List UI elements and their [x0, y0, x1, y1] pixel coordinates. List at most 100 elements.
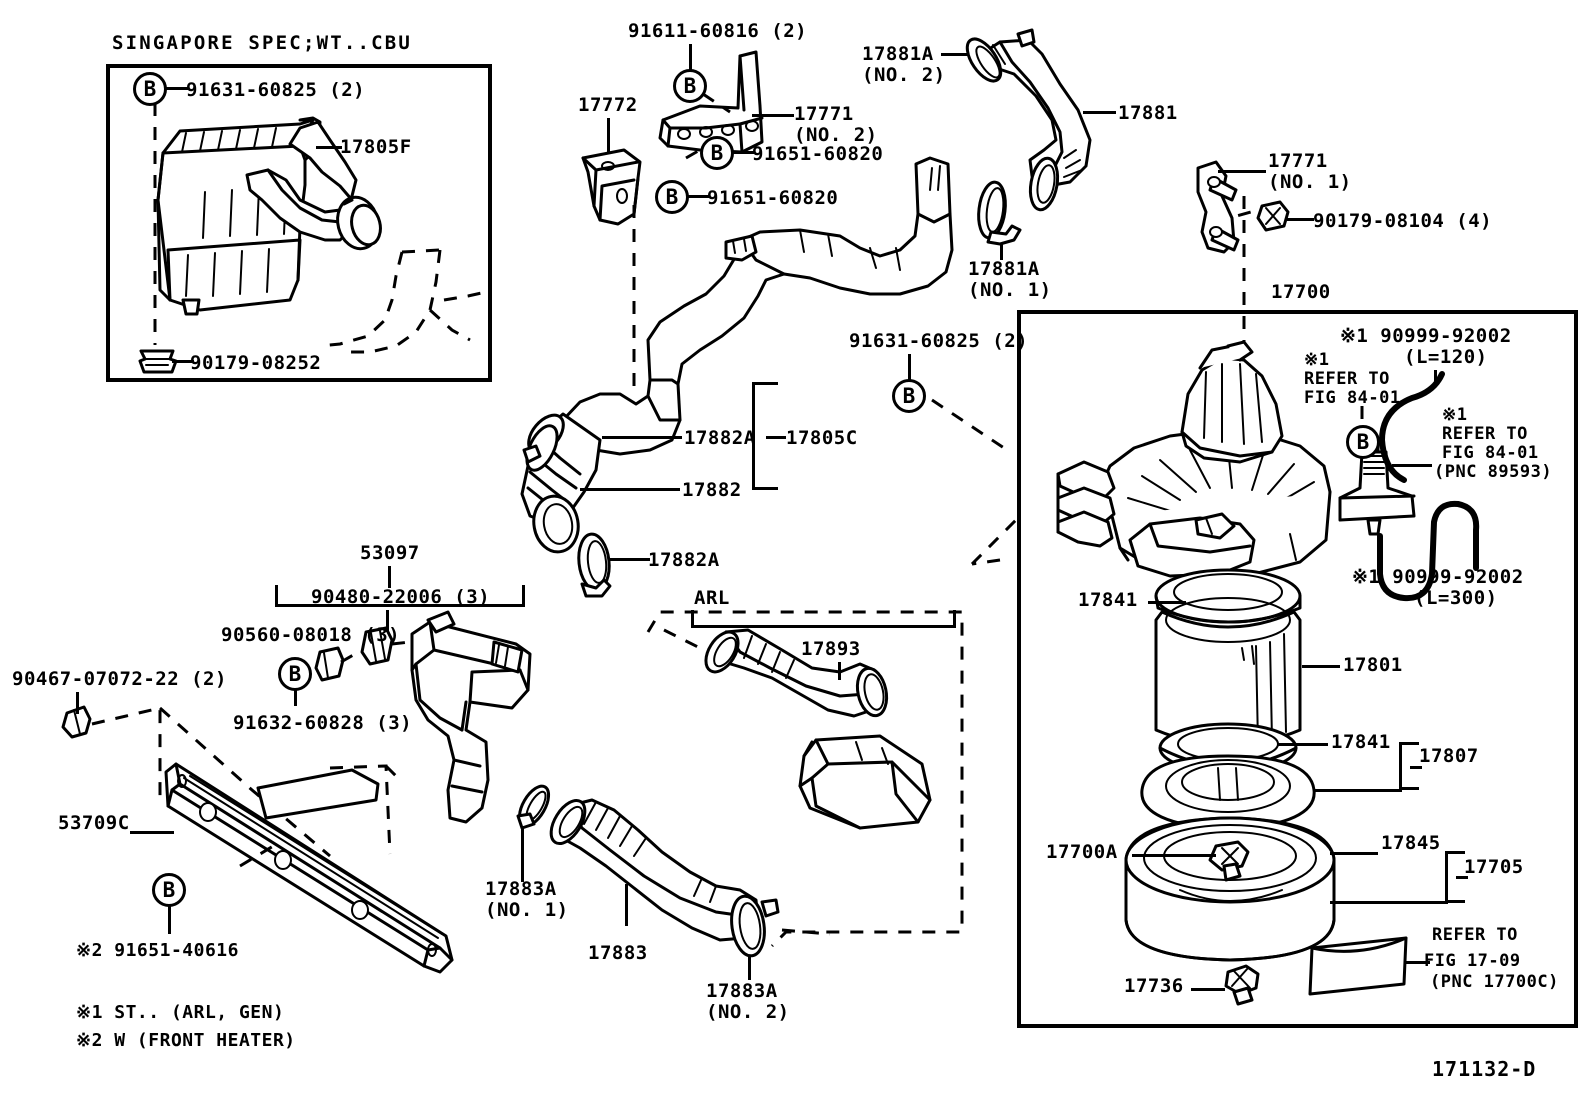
callout-refer-fig17-09-line2: FIG 17-09: [1424, 951, 1521, 971]
leader-90467-07072-22: [76, 692, 79, 714]
bolt-marker-icon: B: [892, 379, 926, 413]
callout-17883a-no1-line1: 17883A: [485, 878, 557, 900]
leader-91651-40616: [168, 906, 171, 934]
callout-17881a-no1-line1: 17881A: [968, 258, 1040, 280]
callout-17883a-no1-line2: (NO. 1): [485, 899, 569, 921]
leader-17705-body: [1330, 901, 1448, 904]
leader-17772: [607, 118, 610, 154]
arl-group-label: ARL: [694, 587, 730, 609]
callout-17883a-no2-line2: (NO. 2): [706, 1001, 790, 1023]
leader-17807: [1410, 766, 1422, 769]
callout-90999-92002-l300-line1: ※1 90999-92002: [1352, 566, 1524, 588]
leader-17883a-no1: [521, 826, 524, 882]
bracket-53097-group: [275, 585, 525, 607]
leader-17882a-lower: [610, 558, 650, 561]
leader-17841-bottom: [1278, 743, 1328, 746]
callout-17771-no2-line1: 17771: [794, 103, 854, 125]
art-duct-17805c: [521, 158, 952, 596]
callout-17700a: 17700A: [1046, 841, 1118, 863]
callout-refer-fig84-left-line1: ※1: [1304, 350, 1330, 370]
callout-17805f: 17805F: [340, 136, 412, 158]
callout-17841-top: 17841: [1078, 589, 1138, 611]
leader-91611-60816: [689, 44, 692, 70]
leader-90999-92002-l120: [1434, 370, 1437, 384]
leader-17841-top: [1148, 601, 1186, 604]
bolt-marker-icon: B: [152, 873, 186, 907]
leader-90179-08104: [1286, 218, 1314, 221]
leader-17805c: [766, 436, 786, 439]
callout-refer-fig84-right-line4: (PNC 89593): [1434, 462, 1553, 482]
leader-17801: [1302, 665, 1340, 668]
leader-17881a-no1: [1000, 243, 1003, 260]
callout-90179-08252: 90179-08252: [190, 352, 322, 374]
callout-17881: 17881: [1118, 102, 1178, 124]
callout-17772: 17772: [578, 94, 638, 116]
callout-inset-bolt: 91631-60825 (2): [186, 79, 366, 101]
callout-17883a-no2-line1: 17883A: [706, 980, 778, 1002]
callout-91611-60816: 91611-60816 (2): [628, 20, 808, 42]
art-dash-case-link: [972, 520, 1016, 564]
footnote-2: ※2 W (FRONT HEATER): [76, 1030, 296, 1051]
leader-refer-fig17-09: [1404, 961, 1430, 964]
leader-17705: [1456, 876, 1468, 879]
leader-17882a-upper: [602, 436, 682, 439]
inset-frame-singapore-spec: [106, 64, 492, 382]
callout-17771-no1-line1: 17771: [1268, 150, 1328, 172]
bolt-marker-icon: B: [700, 136, 734, 170]
callout-refer-fig17-09-line3: (PNC 17700C): [1430, 972, 1559, 992]
callout-refer-fig84-right-line1: ※1: [1442, 405, 1468, 425]
art-arl-boundary: [648, 612, 962, 946]
leader-17805f: [316, 146, 342, 149]
bolt-marker-icon: B: [655, 180, 689, 214]
callout-17882a-lower: 17882A: [648, 549, 720, 571]
leader-pnc-89593: [1392, 464, 1432, 467]
art-hose-17881: [961, 30, 1090, 212]
footnote-1: ※1 ST.. (ARL, GEN): [76, 1002, 285, 1023]
callout-17882: 17882: [682, 479, 742, 501]
callout-90480-22006: 90480-22006 (3): [311, 586, 491, 608]
bracket-17805c-group: [752, 382, 778, 490]
callout-91651-60820-a: 91651-60820: [752, 143, 884, 165]
main-assembly-frame-17700: [1017, 310, 1578, 1028]
art-hose-17893: [664, 626, 930, 828]
callout-17841-bottom: 17841: [1331, 731, 1391, 753]
art-dash-case-link2: [972, 560, 1000, 564]
leader-91651-60820-b: [688, 195, 710, 198]
bolt-marker-icon: B: [1346, 425, 1380, 459]
callout-17807: 17807: [1419, 745, 1479, 767]
leader-91631-60825-center: [908, 354, 911, 380]
callout-90999-92002-l120-line2: (L=120): [1404, 346, 1488, 368]
callout-17881a-no2-line1: 17881A: [862, 43, 934, 65]
callout-90999-92002-l300-line2: (L=300): [1414, 587, 1498, 609]
callout-91651-60820-b: 91651-60820: [707, 187, 839, 209]
leader-17882: [580, 488, 680, 491]
callout-refer-fig84-left-line2: REFER TO: [1304, 369, 1390, 389]
bolt-marker-icon: B: [278, 657, 312, 691]
inset-title: SINGAPORE SPEC;WT..CBU: [112, 32, 413, 54]
leader-17881a-no2: [941, 53, 969, 56]
callout-91631-60825-center: 91631-60825 (2): [849, 330, 1029, 352]
callout-17736: 17736: [1124, 975, 1184, 997]
leader-90480-22006: [386, 610, 389, 632]
callout-17805c: 17805C: [786, 427, 858, 449]
callout-53097: 53097: [360, 542, 420, 564]
callout-90999-92002-l120-line1: ※1 90999-92002: [1340, 325, 1512, 347]
leader-17700a: [1132, 854, 1216, 857]
callout-17893: 17893: [801, 638, 861, 660]
bolt-marker-icon: B: [133, 72, 167, 106]
callout-90467-07072-22: 90467-07072-22 (2): [12, 668, 227, 690]
callout-91651-40616: ※2 91651-40616: [76, 940, 239, 961]
leader-17893: [838, 662, 841, 680]
leader-17771-no2: [752, 114, 794, 117]
leader-53097: [388, 566, 391, 588]
leader-91651-60820-a: [733, 151, 755, 154]
leader-17736: [1191, 988, 1225, 991]
leader-17845: [1330, 852, 1378, 855]
callout-refer-fig84-right-line3: FIG 84-01: [1442, 443, 1539, 463]
leader-17883a-no2: [748, 956, 751, 980]
art-dash-bolt-link: [932, 400, 1010, 452]
bracket-17705-group: [1445, 851, 1465, 903]
callout-91632-60828: 91632-60828 (3): [233, 712, 413, 734]
leader-90179-08252: [172, 360, 194, 363]
